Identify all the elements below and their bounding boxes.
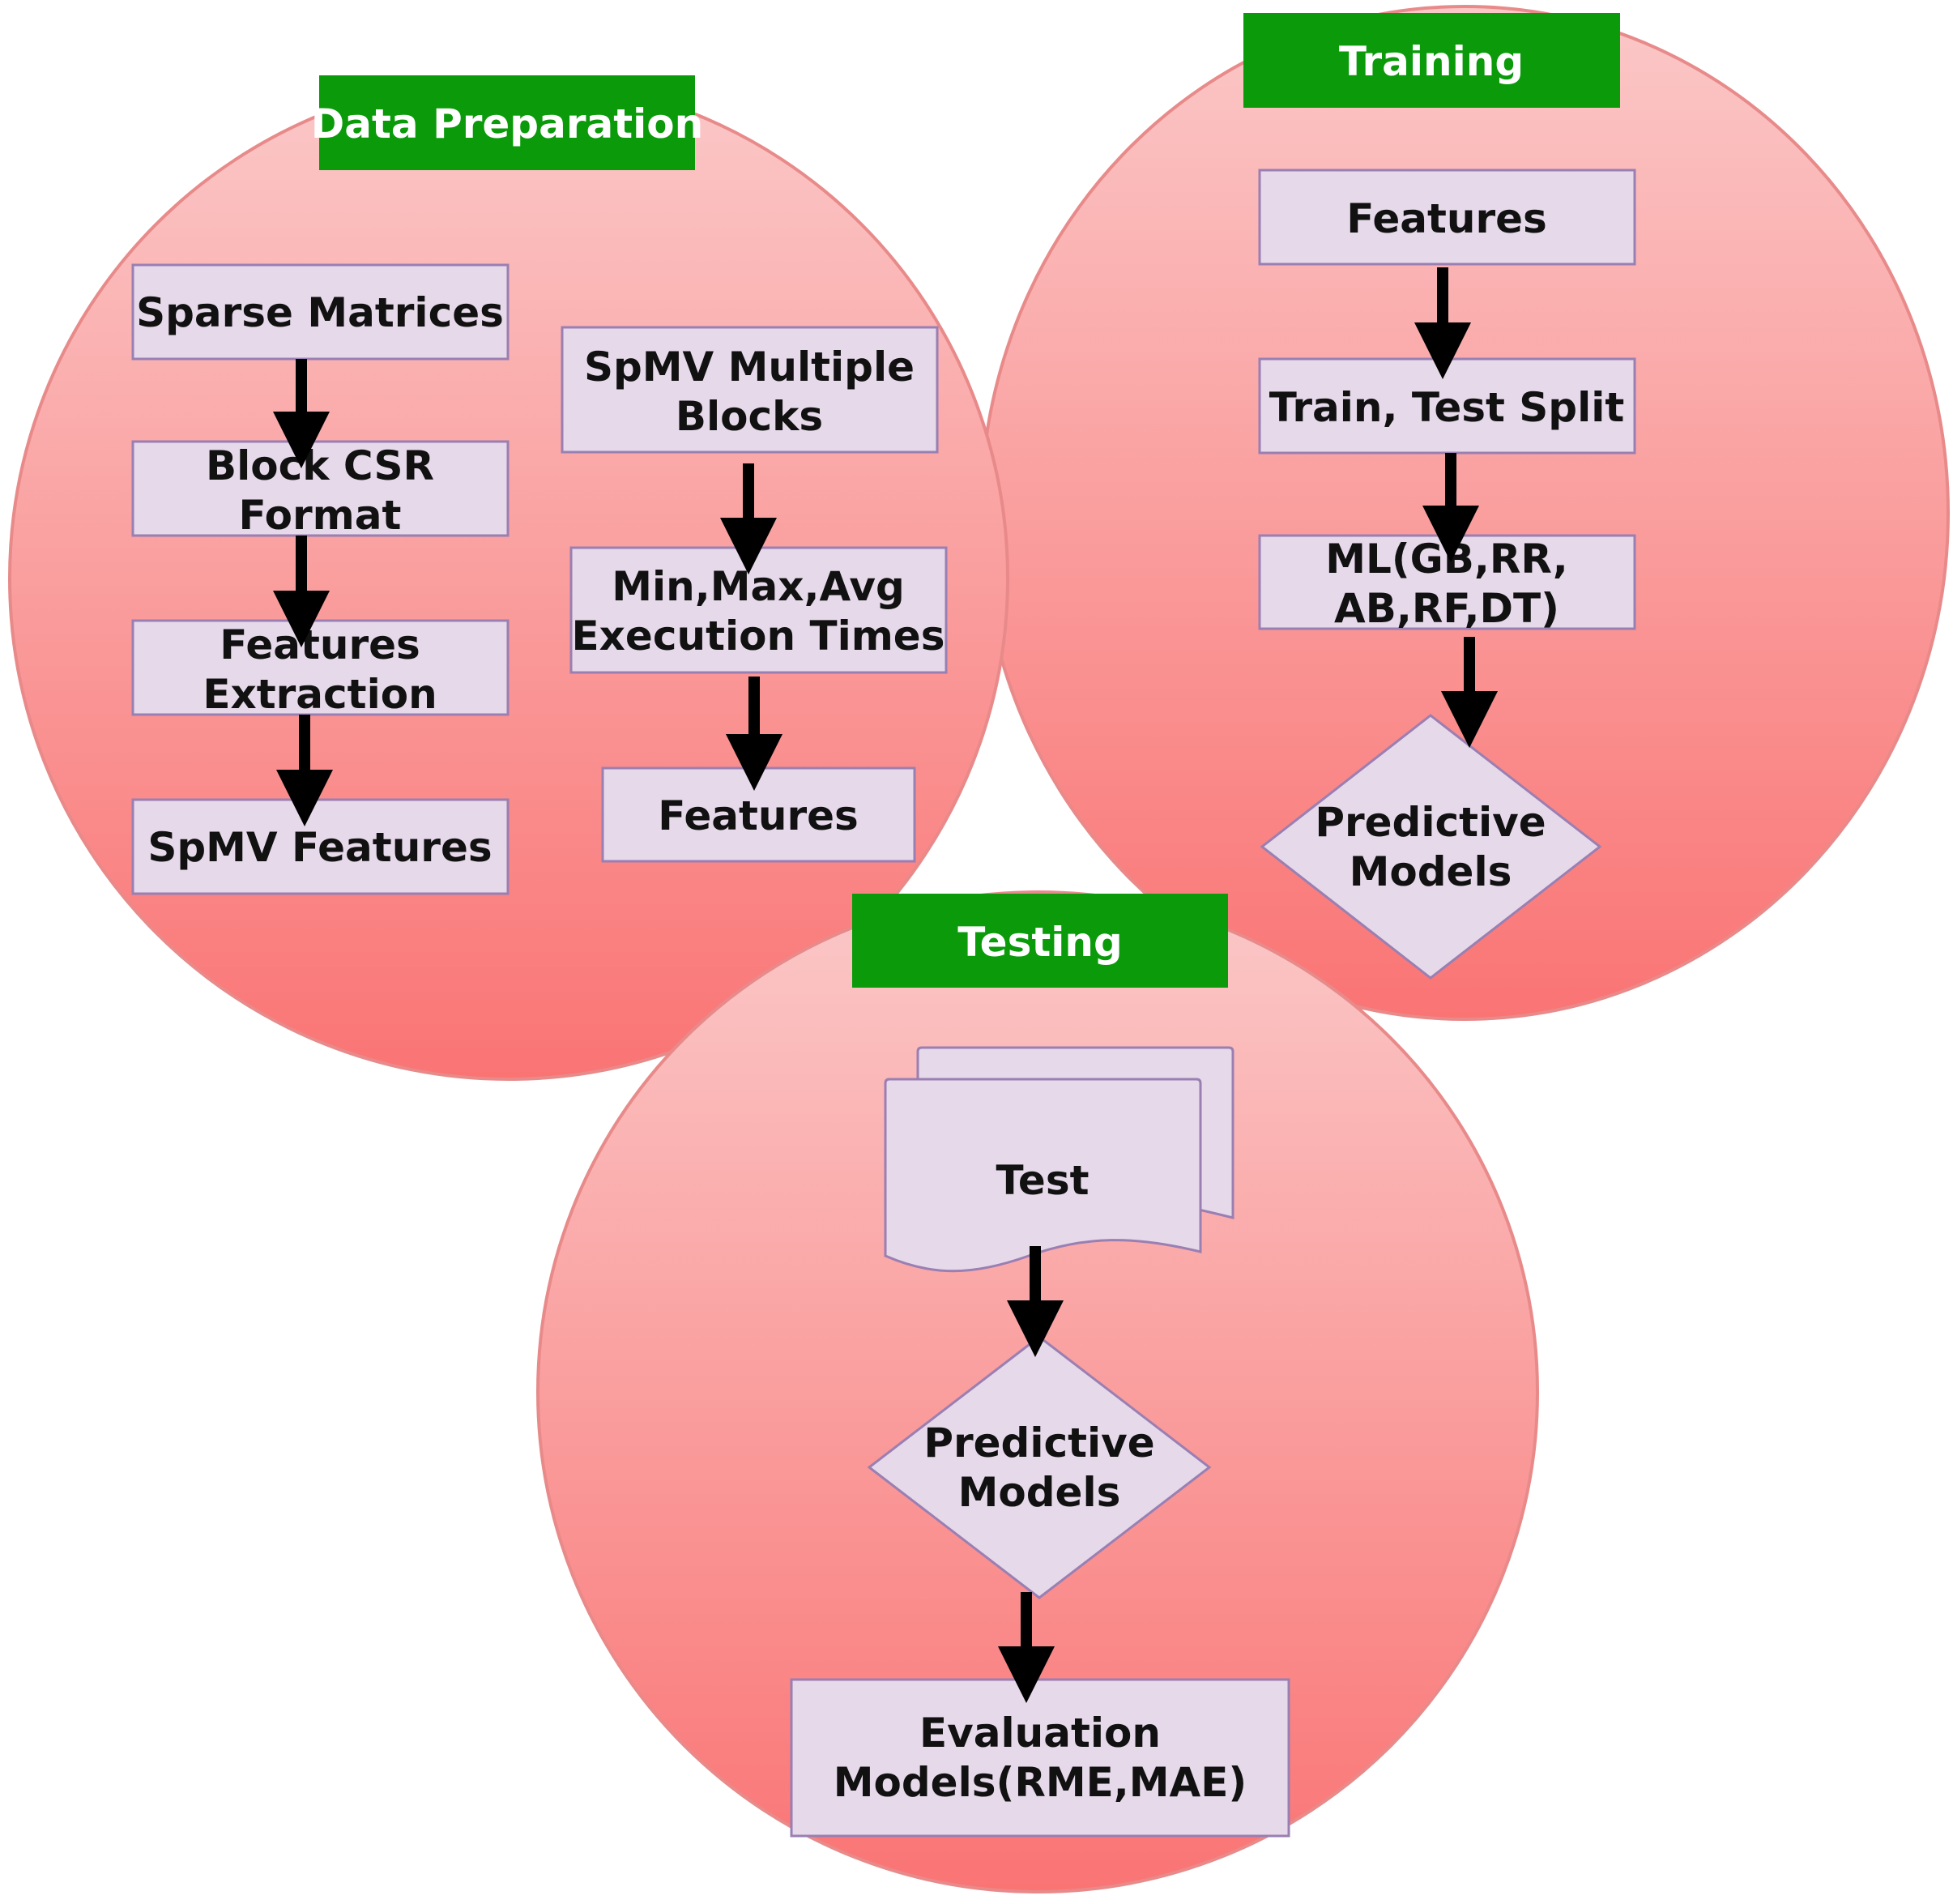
training-predictive-label-line1: Predictive	[1315, 799, 1546, 846]
training-predictive-label-line2: Models	[1350, 848, 1512, 895]
train-test-split-box: Train, Test Split	[1258, 357, 1636, 455]
training-features-label: Features	[1346, 195, 1547, 242]
train-test-split-label: Train, Test Split	[1269, 384, 1625, 431]
evaluation-label-line1: Evaluation	[919, 1710, 1161, 1757]
spmv-features-box: SpMV Features	[131, 798, 510, 895]
features-extraction-label-line1: Features	[220, 621, 420, 668]
spmv-multiple-blocks-label-line1: SpMV Multiple	[584, 344, 915, 391]
training-header: Training	[1243, 13, 1620, 108]
testing-predictive-label-line2: Models	[958, 1469, 1121, 1516]
dp-features-label: Features	[658, 792, 859, 839]
training-features-box: Features	[1258, 169, 1636, 266]
arrows	[273, 267, 1498, 1703]
testing-predictive-label-line1: Predictive	[923, 1419, 1154, 1466]
block-csr-box: Block CSR Format	[131, 440, 510, 539]
spmv-features-label: SpMV Features	[147, 824, 492, 871]
features-extraction-box: Features Extraction	[131, 619, 510, 718]
evaluation-label-line2: Models(RME,MAE)	[834, 1759, 1247, 1806]
block-csr-label-line2: Format	[239, 492, 402, 539]
test-label: Test	[996, 1157, 1089, 1204]
testing-title: Testing	[957, 919, 1123, 966]
ml-models-box: ML(GB,RR, AB,RF,DT)	[1258, 534, 1636, 632]
sparse-matrices-box: Sparse Matrices	[131, 263, 510, 361]
spmv-multiple-blocks-label-line2: Blocks	[676, 393, 823, 440]
training-predictive-models-diamond: Predictive Models	[1260, 714, 1602, 980]
test-multi-document: Test	[884, 1046, 1234, 1273]
evaluation-models-box: Evaluation Models(RME,MAE)	[790, 1678, 1290, 1838]
testing-header: Testing	[852, 894, 1228, 988]
execution-times-label-line2: Execution Times	[572, 613, 945, 660]
features-extraction-label-line2: Extraction	[203, 671, 437, 718]
data-preparation-title: Data Preparation	[311, 100, 703, 147]
data-preparation-header: Data Preparation	[311, 75, 703, 170]
ml-models-label-line1: ML(GB,RR,	[1325, 536, 1568, 583]
sparse-matrices-label: Sparse Matrices	[136, 289, 504, 336]
block-csr-label-line1: Block CSR	[206, 442, 434, 489]
testing-predictive-models-diamond: Predictive Models	[867, 1335, 1212, 1599]
dp-features-box: Features	[601, 766, 916, 863]
execution-times-label-line1: Min,Max,Avg	[612, 563, 905, 610]
training-title: Training	[1339, 38, 1524, 85]
execution-times-box: Min,Max,Avg Execution Times	[569, 546, 948, 674]
ml-models-label-line2: AB,RF,DT)	[1334, 585, 1559, 632]
spmv-multiple-blocks-box: SpMV Multiple Blocks	[561, 326, 939, 454]
